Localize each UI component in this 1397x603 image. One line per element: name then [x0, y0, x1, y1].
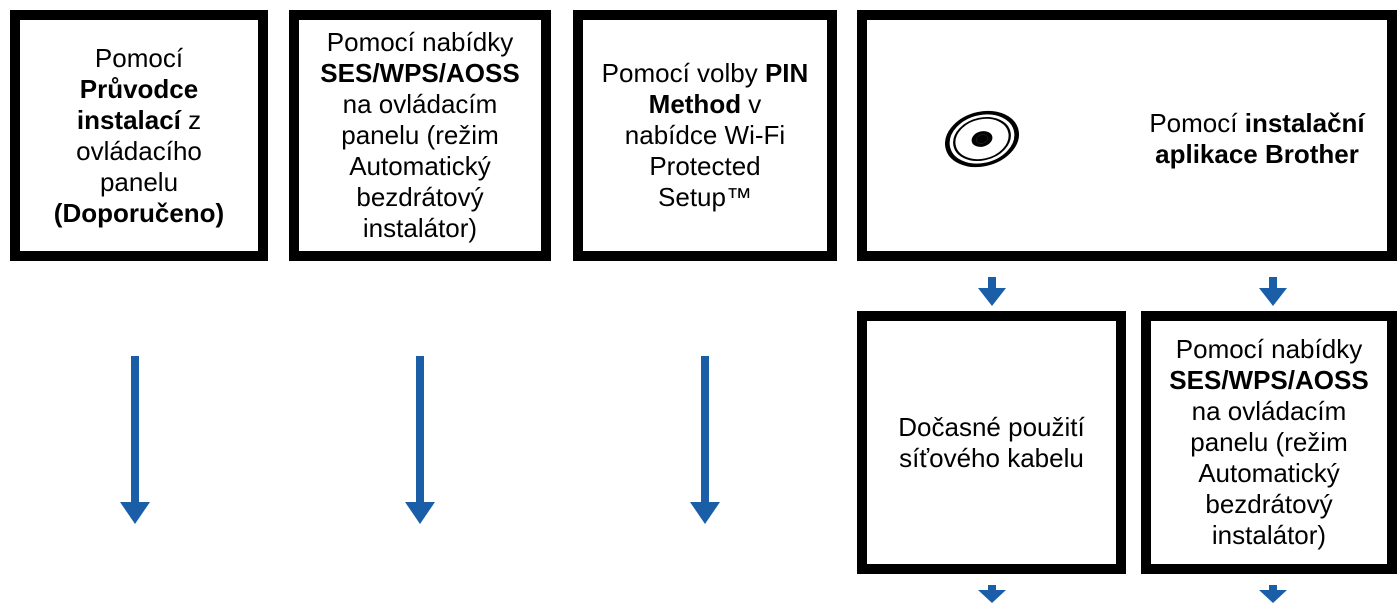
- text: panelu (režim: [1190, 427, 1348, 457]
- text: instalátor): [362, 213, 478, 243]
- text-line: instalátor): [1169, 520, 1368, 551]
- text-line: (Doporučeno): [54, 198, 224, 229]
- bold-text: (Doporučeno): [53, 197, 225, 228]
- text-line: SES/WPS/AOSS: [1169, 365, 1368, 396]
- text-line: bezdrátový: [1169, 489, 1368, 520]
- short-arrow-4: [1259, 585, 1287, 603]
- long-arrow-3: [690, 356, 720, 524]
- text-line: Pomocí instalační: [1117, 108, 1397, 139]
- text-line: bezdrátový: [320, 182, 519, 213]
- text-line: Pomocí volby PIN: [602, 58, 809, 89]
- text-line: Pomocí: [54, 43, 224, 74]
- text: panelu: [99, 166, 179, 197]
- text: instalátor): [1211, 520, 1327, 550]
- text: z: [180, 104, 202, 135]
- bold-text: instalací: [76, 104, 181, 135]
- cd-disc-icon: [945, 110, 1019, 168]
- text: bezdrátový: [356, 182, 484, 212]
- text: Dočasné použití: [898, 411, 1085, 442]
- text-line: Method v: [602, 89, 809, 120]
- bold-text: aplikace Brother: [1155, 139, 1359, 169]
- text: Protected: [649, 151, 761, 181]
- text-line: Protected: [602, 151, 809, 182]
- text-line: instalací z: [54, 105, 224, 136]
- text: Pomocí: [1149, 108, 1245, 138]
- text: ovládacího: [76, 135, 202, 166]
- text-line: Pomocí nabídky: [320, 27, 519, 58]
- text: panelu (režim: [341, 120, 499, 150]
- text: nabídce Wi-Fi: [624, 120, 786, 150]
- text: na ovládacím: [1191, 396, 1347, 426]
- text-line: Automatický: [1169, 458, 1368, 489]
- text-line: panelu (režim: [320, 120, 519, 151]
- text-line: Dočasné použití: [898, 412, 1084, 443]
- text: Pomocí nabídky: [1175, 334, 1363, 364]
- text: Setup™: [658, 182, 752, 212]
- text: Pomocí: [94, 42, 184, 73]
- short-arrow-3: [978, 585, 1006, 603]
- text: Pomocí volby: [601, 58, 765, 88]
- bold-text: SES/WPS/AOSS: [1169, 365, 1369, 395]
- bold-text: SES/WPS/AOSS: [320, 58, 520, 88]
- short-arrow-2: [1259, 277, 1287, 306]
- text: bezdrátový: [1205, 489, 1333, 519]
- text-line: Pomocí nabídky: [1169, 334, 1368, 365]
- text-line: aplikace Brother: [1117, 139, 1397, 170]
- text-line: síťového kabelu: [898, 443, 1084, 474]
- text: Pomocí nabídky: [326, 27, 514, 57]
- long-arrow-1: [120, 356, 150, 524]
- bold-text: Method: [648, 89, 742, 119]
- text: na ovládacím: [342, 89, 498, 119]
- bold-text: Průvodce: [79, 73, 199, 104]
- text-line: Automatický: [320, 151, 519, 182]
- bold-text: PIN: [764, 58, 809, 88]
- text-line: Setup™: [602, 182, 809, 213]
- text-line: instalátor): [320, 213, 519, 244]
- text-line: panelu (režim: [1169, 427, 1368, 458]
- text-line: Průvodce: [54, 74, 224, 105]
- text-line: na ovládacím: [1169, 396, 1368, 427]
- text-line: nabídce Wi-Fi: [602, 120, 809, 151]
- text: v: [741, 89, 762, 119]
- text-line: SES/WPS/AOSS: [320, 58, 519, 89]
- text: Automatický: [349, 151, 491, 181]
- long-arrow-2: [405, 356, 435, 524]
- text: Automatický: [1198, 458, 1340, 488]
- short-arrow-1: [978, 277, 1006, 306]
- text-line: ovládacího: [54, 136, 224, 167]
- text: síťového kabelu: [899, 442, 1084, 473]
- bold-text: instalační: [1244, 108, 1365, 138]
- text-line: na ovládacím: [320, 89, 519, 120]
- text-line: panelu: [54, 167, 224, 198]
